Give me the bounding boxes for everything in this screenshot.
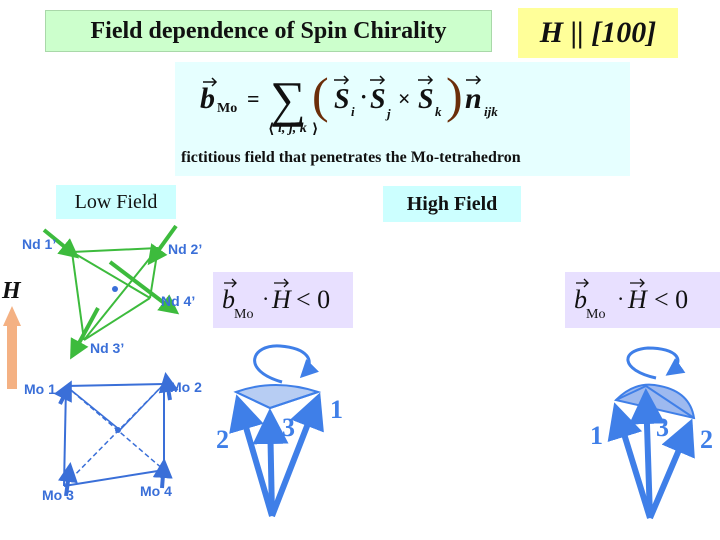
sub-j: j — [385, 106, 391, 121]
field-direction-box: H || [100] — [518, 8, 678, 58]
svg-text:×: × — [398, 86, 411, 111]
nd4-label: Nd 4’ — [161, 293, 195, 309]
low-field-label: Low Field — [74, 190, 158, 213]
mo1-label: Mo 1 — [24, 381, 56, 397]
svg-text:n: n — [465, 82, 482, 115]
sub-ijk: ijk — [484, 104, 498, 119]
mo-tetrahedron — [53, 372, 179, 497]
spin-label-1-low: 1 — [330, 395, 343, 424]
nd-tetrahedron — [42, 224, 180, 360]
field-direction: H || [100] — [539, 16, 657, 49]
field-label: H — [1, 278, 22, 304]
chirality-formula: b Mo = ∑ ⟨ i, j, k ⟩ ( S i · S j × S k )… — [200, 67, 498, 137]
svg-text:·: · — [360, 84, 367, 109]
spin-label-2-low: 2 — [216, 425, 229, 454]
vector-arrow-icon — [203, 77, 218, 87]
cond-b-high: b — [574, 285, 587, 314]
title-box: Field dependence of Spin Chirality — [45, 10, 492, 52]
sum-index: i, j, k — [278, 121, 307, 136]
cond-h-high: H — [627, 285, 648, 314]
mo4-label: Mo 4 — [140, 483, 172, 499]
spin-label-1-high: 1 — [590, 421, 603, 450]
svg-text:=: = — [247, 86, 260, 111]
low-field-label-box: Low Field — [56, 185, 176, 219]
spin-cone-high: 1 3 2 — [590, 346, 713, 520]
svg-text:⟩: ⟩ — [312, 122, 318, 137]
condition-high: b Mo · H < 0 — [574, 278, 688, 322]
spin-label-3-low: 3 — [282, 413, 295, 442]
sum-icon: ∑ — [270, 71, 306, 127]
mo3-label: Mo 3 — [42, 487, 74, 503]
cond-rel-low: < 0 — [296, 285, 330, 314]
condition-low: b Mo · H < 0 — [222, 278, 330, 322]
svg-text:S: S — [370, 84, 386, 115]
cond-h-low: H — [271, 285, 292, 314]
formula-b: b — [200, 82, 215, 115]
svg-text:⟨: ⟨ — [268, 122, 274, 137]
mo2-label: Mo 2 — [170, 379, 202, 395]
condition-box-low — [213, 272, 353, 328]
formula-box — [175, 62, 630, 176]
formula-b-sub: Mo — [217, 101, 237, 116]
svg-text:·: · — [262, 286, 269, 311]
mo-labels: Mo 1 Mo 2 Mo 3 Mo 4 — [24, 379, 202, 503]
formula-caption: fictitious field that penetrates the Mo-… — [181, 149, 521, 166]
nd3-label: Nd 3’ — [90, 340, 124, 356]
field-arrow: H — [1, 278, 22, 389]
svg-text:S: S — [418, 84, 434, 115]
sub-k: k — [435, 104, 442, 119]
svg-text:·: · — [617, 286, 624, 311]
svg-text:S: S — [334, 84, 350, 115]
svg-text:(: ( — [312, 67, 329, 123]
high-field-label: High Field — [406, 192, 498, 215]
spin-cone-low: 1 2 3 — [216, 344, 343, 518]
cond-b-low: b — [222, 285, 235, 314]
nd-labels: Nd 1’ Nd 2’ Nd 4’ Nd 3’ — [22, 236, 202, 356]
cond-sub-low: Mo — [234, 307, 253, 322]
page-title: Field dependence of Spin Chirality — [90, 17, 447, 44]
nd2-label: Nd 2’ — [168, 241, 202, 257]
svg-text:): ) — [446, 67, 463, 123]
nd1-label: Nd 1’ — [22, 236, 56, 252]
high-field-label-box: High Field — [383, 186, 521, 222]
cond-rel-high: < 0 — [654, 285, 688, 314]
spin-label-2-high: 2 — [700, 425, 713, 454]
spin-label-3-high: 3 — [656, 413, 669, 442]
cond-sub-high: Mo — [586, 307, 605, 322]
sub-i: i — [351, 104, 355, 119]
